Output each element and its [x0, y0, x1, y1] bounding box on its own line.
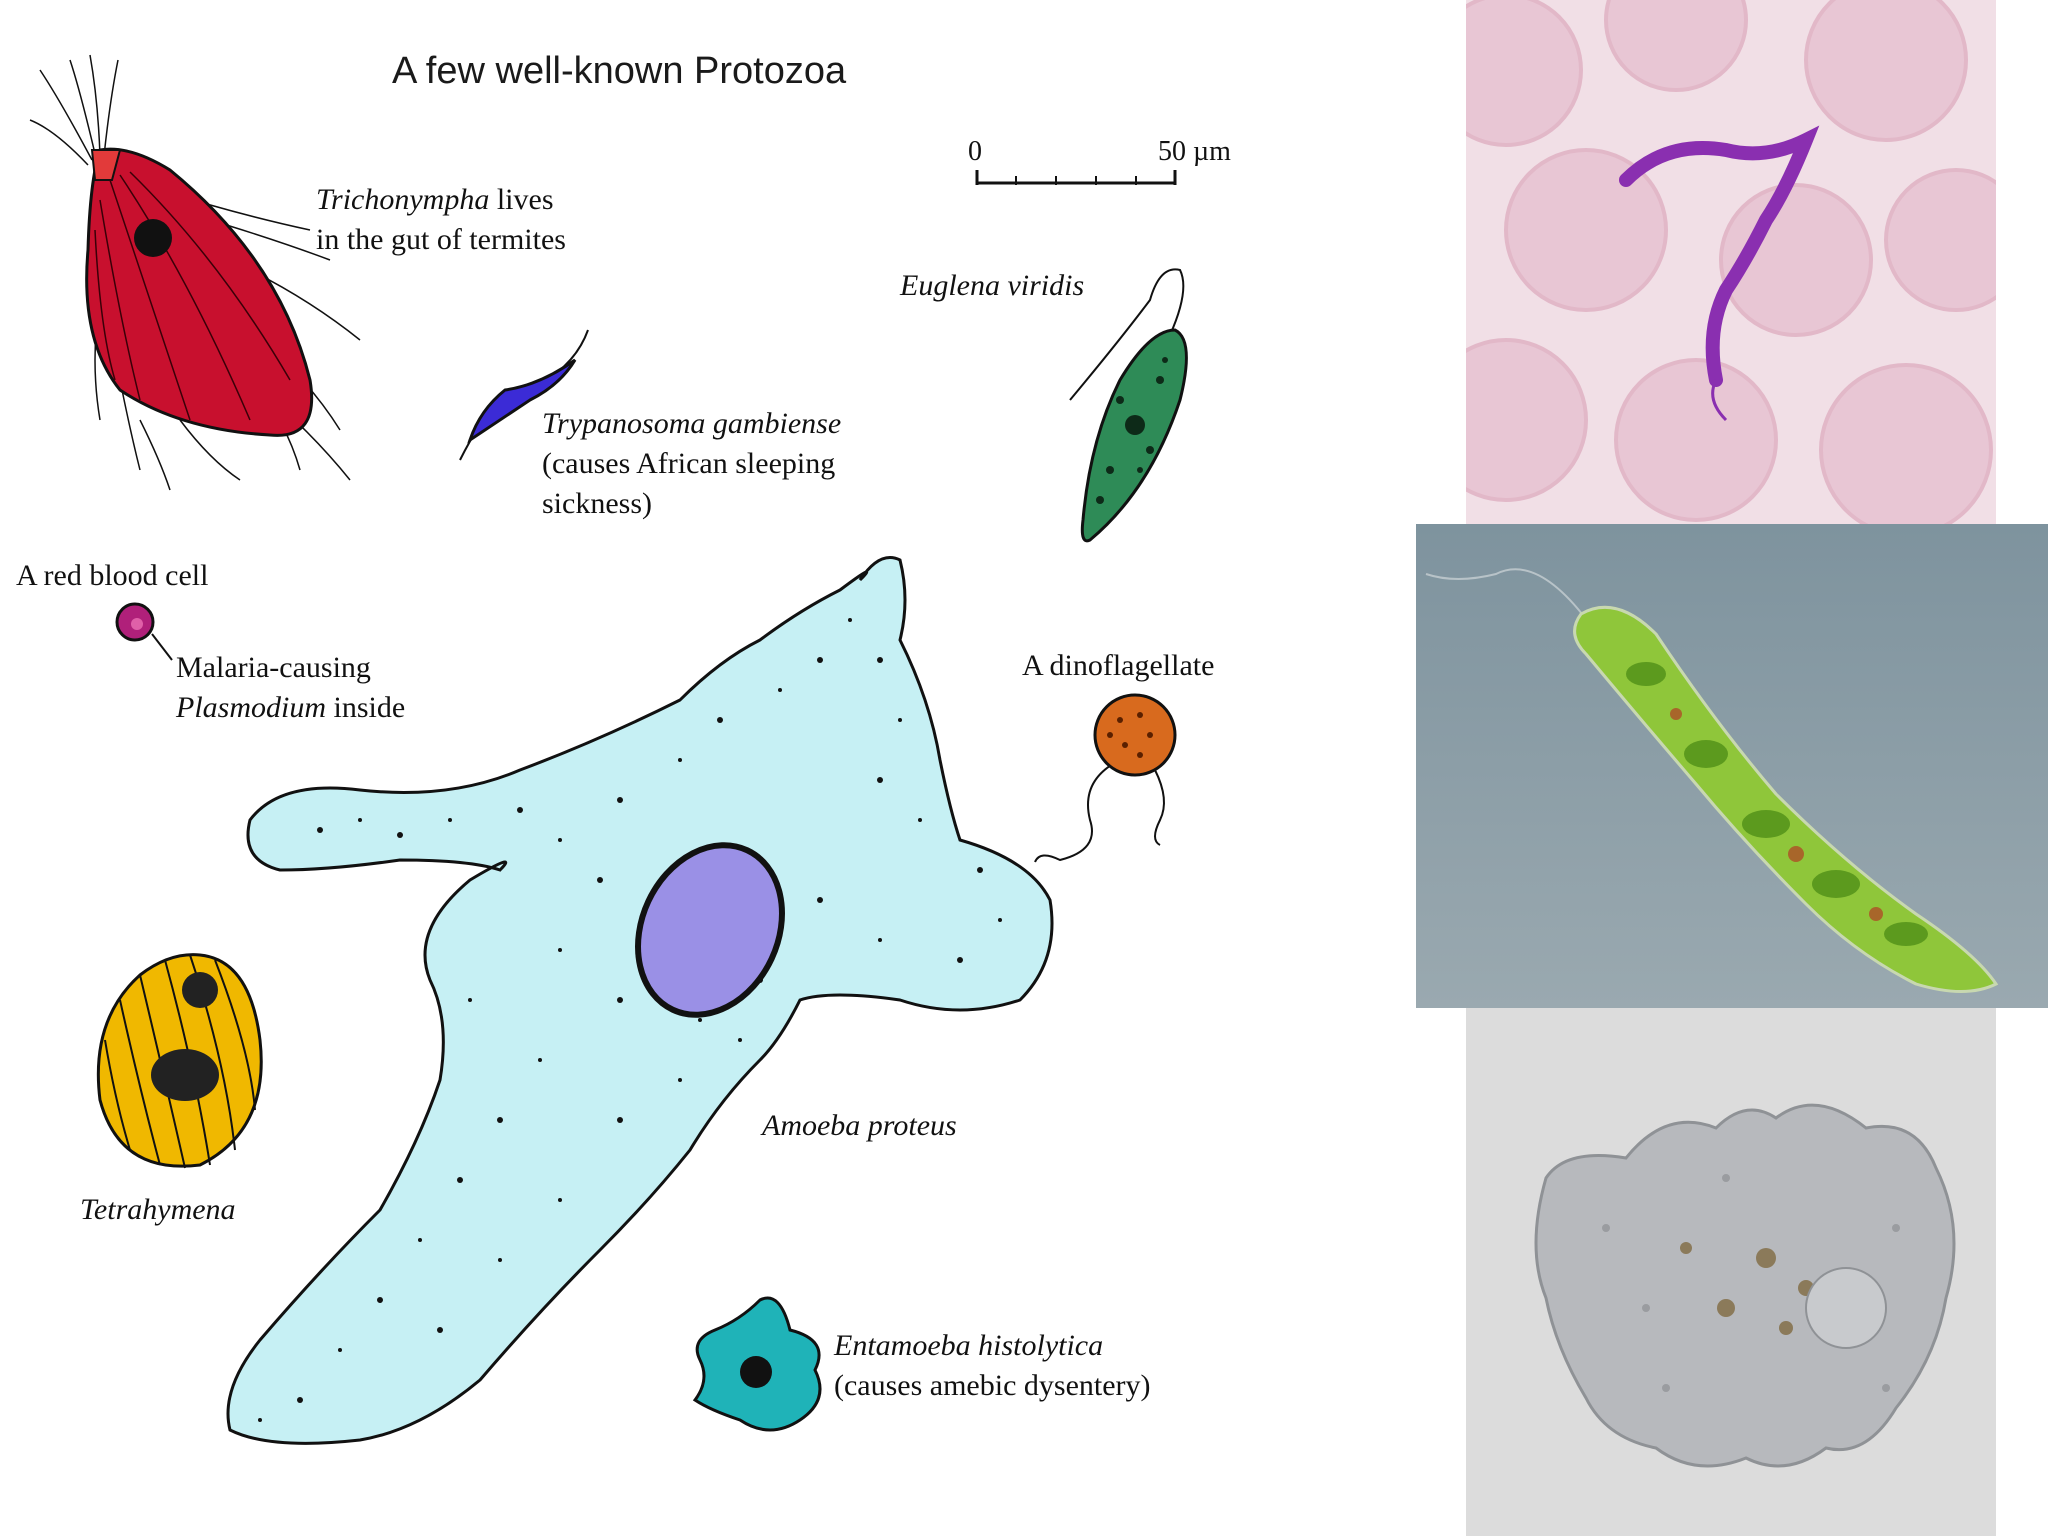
scale-bar-start: 0 — [968, 136, 982, 167]
euglena-drawing — [1069, 268, 1188, 543]
trypanosoma-drawing — [459, 329, 589, 461]
plasmodium-label-line1: Malaria-causing — [176, 651, 371, 684]
protozoa-illustrations — [29, 54, 1188, 1445]
trichonympha-label-line2: in the gut of termites — [316, 223, 566, 256]
plasmodium-label-line2: Plasmodium inside — [176, 691, 406, 724]
trypanosoma-label-line3: sickness) — [542, 487, 652, 520]
trichonympha-drawing — [29, 54, 361, 491]
tetrahymena-label: Tetrahymena — [80, 1193, 236, 1226]
amoeba-photo — [1466, 1008, 1996, 1536]
scale-bar-end: 50 µm — [1158, 136, 1231, 167]
amoeba-proteus-drawing — [226, 556, 1054, 1445]
tetrahymena-drawing — [96, 953, 263, 1169]
trypanosome-photo — [1466, 0, 1996, 524]
entamoeba-label-line2: (causes amebic dysentery) — [834, 1369, 1151, 1402]
euglena-label: Euglena viridis — [900, 269, 1085, 302]
entamoeba-drawing — [692, 1296, 822, 1432]
dinoflagellate-drawing — [1034, 693, 1177, 863]
trypanosoma-label-name: Trypanosoma gambiense — [542, 407, 842, 440]
euglena-photo — [1416, 524, 2048, 1008]
dinoflagellate-label: A dinoflagellate — [1022, 649, 1215, 682]
amoeba-proteus-label: Amoeba proteus — [762, 1109, 957, 1142]
red-blood-cell-label: A red blood cell — [16, 559, 209, 592]
trypanosoma-label-line2: (causes African sleeping — [542, 447, 836, 480]
scale-bar — [975, 170, 1177, 185]
entamoeba-label-name: Entamoeba histolytica — [834, 1329, 1104, 1362]
red-blood-cell-drawing — [115, 602, 173, 661]
diagram-title: A few well-known Protozoa — [392, 50, 847, 92]
trichonympha-label-line1: Trichonympha lives — [316, 183, 554, 216]
